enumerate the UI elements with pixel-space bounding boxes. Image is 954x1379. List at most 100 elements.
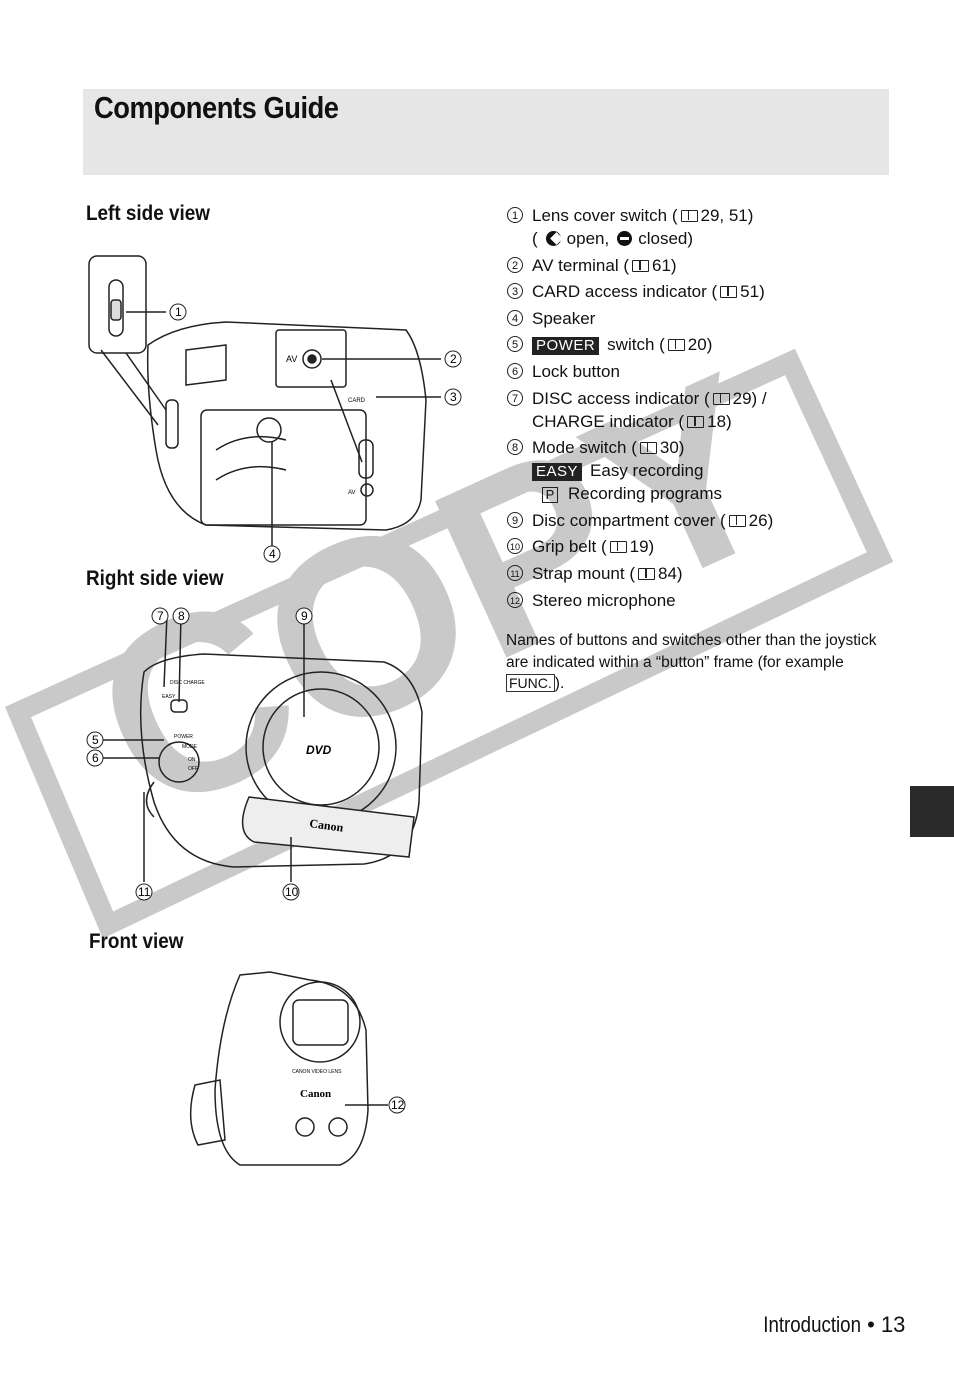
callout-5: 5 [92,733,99,747]
list-item: 2 AV terminal ( 61) [507,254,897,277]
section-title-front: Front view [89,930,184,953]
inset-switch-track [108,279,124,337]
footer-bullet: • [867,1312,875,1337]
item-ref: 61) [652,255,677,275]
power-badge: POWER [532,337,600,356]
section-title-right: Right side view [86,567,224,590]
item-label: Disc compartment cover ( [532,510,726,530]
book-icon [680,210,698,222]
easy-label-text: Easy recording [590,461,704,481]
callout-6: 6 [92,751,99,765]
disc-lines [215,435,287,481]
lens-cover [292,999,349,1046]
item-ref: 20) [687,335,713,355]
easy-badge: EASY [532,463,583,482]
book-icon [712,392,730,405]
item-label: Lens cover switch ( [532,206,678,225]
item-ref: 51) [740,282,765,302]
func-button-example: FUNC. [506,674,555,692]
sub-closed-label: closed) [638,229,694,248]
item-label: AV terminal ( [532,255,629,275]
callout-3: 3 [450,390,457,404]
book-icon [687,415,705,428]
item-label: Lock button [532,361,620,381]
callout-1: 1 [175,305,182,319]
item-label: DISC access indicator ( [532,388,710,408]
callout-11: 11 [138,885,151,899]
item-number: 3 [507,283,523,300]
strap-mount [145,781,155,818]
speaker-grille [256,417,282,443]
item-label: CARD access indicator ( [532,282,718,302]
item-label: Strap mount ( [532,563,635,583]
section-title-left: Left side view [86,202,210,225]
item-number: 9 [507,511,523,528]
lens-barrel [279,981,361,1063]
item-number: 11 [507,564,523,581]
power-label: POWER [174,734,193,740]
header-band [83,89,889,175]
lens-switch [165,399,179,449]
p-badge: P [542,487,558,504]
page-footer: Introduction • 13 [746,1312,905,1338]
book-icon [609,541,627,554]
mic-right [328,1117,348,1137]
book-icon [728,514,746,527]
item-number: 7 [507,389,523,406]
components-list: 1 Lens cover switch (29, 51) (open,close… [507,204,897,615]
callout-10: 10 [285,885,299,899]
power-switch [158,741,200,783]
off-label: OFF [188,766,198,772]
callout-9: 9 [301,609,308,623]
list-item: 12 Stereo microphone [507,589,897,612]
dvd-logo: DVD [306,743,332,757]
item-label: Speaker [532,308,596,328]
front-callouts: 12 [388,1096,406,1114]
av-label-2: AV [348,490,356,496]
inset-frame [88,255,147,354]
page-number: 13 [880,1312,906,1337]
left-side-view-illustration: AV CARD AV 1 2 3 4 [88,255,462,563]
item-ref: 29) / [732,388,767,408]
canon-logo-belt: Canon [309,816,345,835]
lcd-panel [200,409,367,526]
item-ref-2: 18) [707,411,732,431]
disc-charge-label: DISC CHARGE [170,680,205,686]
av-jack [302,349,322,369]
camcorder-body [146,321,427,531]
mode-label: MODE [182,744,198,750]
vent [185,344,227,386]
page-title: Components Guide [94,90,339,125]
callout-8: 8 [178,609,185,623]
list-item: 1 Lens cover switch (29, 51) (open,close… [507,204,897,250]
left-callouts: 1 2 3 4 [169,303,462,563]
book-icon [638,567,655,580]
book-icon [720,286,738,299]
item-sub: CHARGE indicator (18) [532,410,897,433]
p-label-text: Recording programs [568,484,723,504]
item-label: Stereo microphone [532,590,676,610]
canon-logo-front: Canon [300,1088,331,1100]
callout-7: 7 [157,609,164,623]
item-number: 6 [507,362,523,379]
note-paragraph: Names of buttons and switches other than… [506,630,881,695]
note-text: Names of buttons and switches other than… [506,632,877,671]
list-item: 6 Lock button [507,360,897,383]
list-item: 11 Strap mount (84) [507,562,897,585]
list-item: 3 CARD access indicator ( 51) [507,280,897,303]
book-icon [632,259,649,272]
item-number: 5 [507,336,523,353]
item-number: 2 [507,256,523,273]
item-number: 4 [507,309,523,326]
lens-open-icon [545,231,561,246]
item-sub: EASY Easy recording [532,459,897,482]
book-icon [639,442,657,455]
item-label: Mode switch ( [532,438,637,458]
grip-belt [241,796,415,858]
right-side-view-illustration: DVD Canon DISC CHARGE EASY POWER MODE ON… [86,607,423,901]
mic-left [295,1117,315,1137]
callout-12: 12 [391,1098,405,1112]
item-label: Grip belt ( [532,537,607,557]
